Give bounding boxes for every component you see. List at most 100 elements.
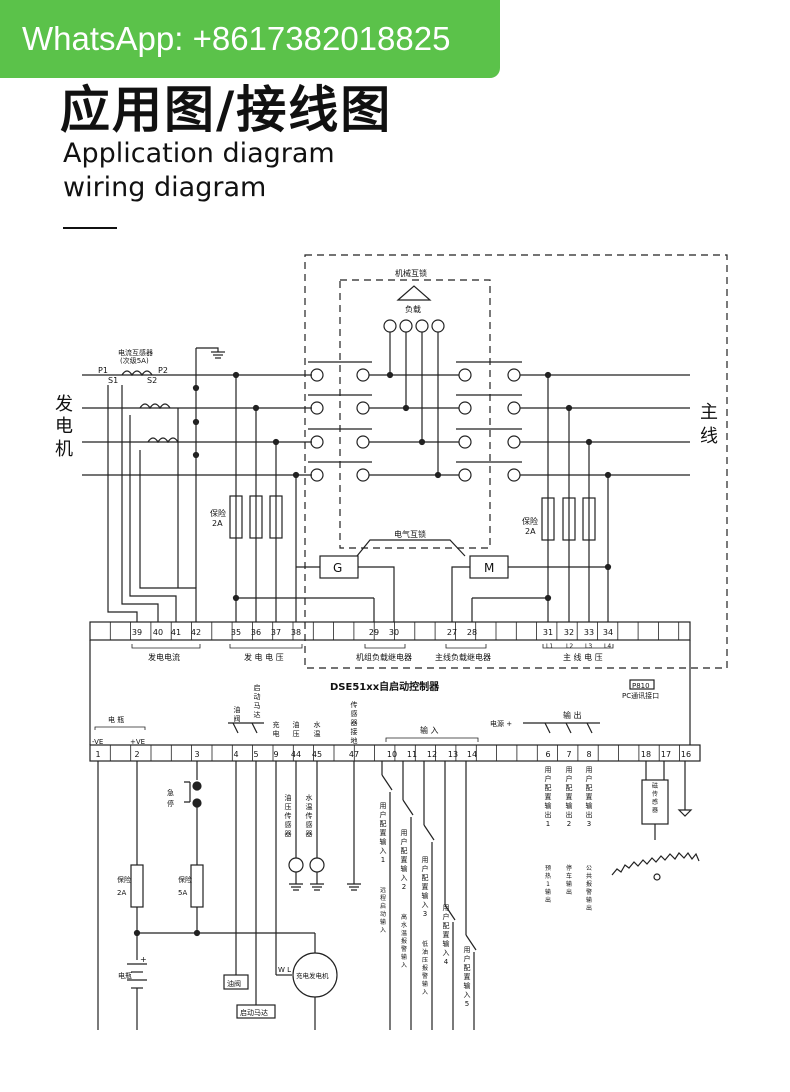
svg-text:出: 出 (586, 810, 593, 819)
water-temp-sensor (309, 857, 325, 873)
bottom-terminal-45: 45 (312, 750, 322, 759)
svg-text:L2: L2 (566, 643, 573, 650)
svg-text:L1: L1 (546, 643, 553, 650)
top-terminal-30: 30 (389, 628, 399, 637)
bottom-terminal-17: 17 (661, 750, 671, 759)
mains-label-1: 主 (700, 402, 718, 423)
svg-text:保险: 保险 (117, 875, 131, 884)
svg-text:水: 水 (314, 720, 321, 729)
top-terminal-38: 38 (291, 628, 301, 637)
svg-text:充电发电机: 充电发电机 (296, 971, 329, 980)
bottom-terminal-4: 4 (233, 750, 238, 759)
svg-text:L3: L3 (585, 643, 592, 650)
bottom-terminal-12: 12 (427, 750, 437, 759)
svg-text:警: 警 (422, 972, 428, 980)
svg-text:阀: 阀 (234, 714, 241, 723)
svg-text:1: 1 (381, 856, 385, 864)
svg-text:户: 户 (464, 954, 471, 963)
svg-text:配: 配 (586, 784, 593, 792)
svg-text:2A: 2A (117, 889, 126, 897)
gen-fuse-value: 2A (212, 519, 223, 528)
svg-text:+: + (140, 955, 147, 964)
bottom-terminal-47: 47 (349, 750, 359, 759)
svg-text:配: 配 (380, 820, 387, 828)
svg-text:输: 输 (401, 864, 408, 873)
svg-text:输: 输 (545, 888, 551, 896)
svg-text:达: 达 (254, 710, 261, 719)
bottom-terminal-1: 1 (95, 750, 100, 759)
pc-port-label: PC通讯接口 (622, 691, 659, 700)
svg-text:警: 警 (586, 888, 592, 896)
svg-text:公: 公 (586, 865, 592, 872)
group-mains-voltage: 主 线 电 压 (563, 652, 603, 662)
svg-text:户: 户 (586, 774, 593, 783)
svg-text:动: 动 (380, 911, 386, 918)
estop-label-1: 急 (167, 788, 174, 797)
bottom-terminal-8: 8 (586, 750, 591, 759)
svg-text:用: 用 (566, 766, 573, 774)
svg-text:油: 油 (285, 793, 292, 802)
svg-text:低: 低 (422, 940, 428, 948)
svg-text:置: 置 (586, 793, 593, 801)
mains-fuse-value: 2A (525, 527, 536, 536)
top-terminal-33: 33 (584, 628, 594, 637)
svg-text:入: 入 (401, 874, 408, 882)
load-label: 负载 (405, 304, 421, 314)
svg-text:感: 感 (652, 798, 658, 806)
svg-text:报: 报 (586, 880, 592, 888)
top-terminal-41: 41 (171, 628, 181, 637)
svg-text:3: 3 (423, 910, 427, 918)
svg-text:启动马达: 启动马达 (240, 1008, 268, 1017)
svg-text:配: 配 (401, 847, 408, 855)
svg-text:入: 入 (380, 927, 386, 934)
ats-dashed-inner (339, 279, 491, 549)
svg-text:输: 输 (380, 918, 386, 926)
whatsapp-watermark: WhatsApp: +8617382018825 (0, 0, 500, 78)
gen-fuse-1 (229, 495, 243, 539)
bottom-terminal-7: 7 (566, 750, 571, 759)
svg-text:配: 配 (566, 784, 573, 792)
svg-text:传: 传 (652, 790, 658, 798)
fuel-valve-label: 油阀 (234, 705, 241, 723)
fuel-valve-box (223, 974, 249, 990)
top-terminal-39: 39 (132, 628, 142, 637)
mains-fuse-2 (562, 497, 576, 541)
ct-p2: P2 (158, 366, 168, 375)
svg-text:预: 预 (545, 864, 551, 872)
estop-label-2: 停 (167, 799, 174, 808)
svg-text:1: 1 (546, 820, 550, 828)
svg-text:户: 户 (422, 864, 429, 873)
fuse-5a (190, 864, 204, 908)
svg-text:5A: 5A (178, 889, 187, 897)
svg-text:出: 出 (566, 810, 573, 819)
svg-text:接: 接 (351, 727, 358, 736)
svg-text:感: 感 (351, 709, 358, 718)
bottom-terminal-3: 3 (194, 750, 199, 759)
output-group-label: 输 出 (563, 710, 582, 720)
svg-text:用: 用 (586, 766, 593, 774)
svg-text:传: 传 (351, 700, 358, 709)
svg-text:远: 远 (380, 886, 386, 894)
mains-fuse-label: 保险 (522, 516, 538, 526)
svg-text:配: 配 (443, 922, 450, 930)
power-label: 电源 + (490, 719, 512, 728)
pc-port-box (629, 679, 655, 690)
svg-text:+VE: +VE (130, 738, 145, 746)
svg-text:入: 入 (443, 949, 450, 957)
svg-text:油: 油 (234, 705, 241, 714)
bottom-terminal-13: 13 (448, 750, 458, 759)
top-terminal-34: 34 (603, 628, 613, 637)
top-terminal-29: 29 (369, 628, 379, 637)
svg-text:输: 输 (380, 837, 387, 846)
svg-text:置: 置 (401, 856, 408, 864)
top-terminal-42: 42 (191, 628, 201, 637)
top-terminal-31: 31 (543, 628, 553, 637)
svg-text:配: 配 (545, 784, 552, 792)
input-group-label: 输 入 (420, 725, 439, 735)
bottom-terminal-18: 18 (641, 750, 651, 759)
svg-text:置: 置 (380, 829, 387, 837)
